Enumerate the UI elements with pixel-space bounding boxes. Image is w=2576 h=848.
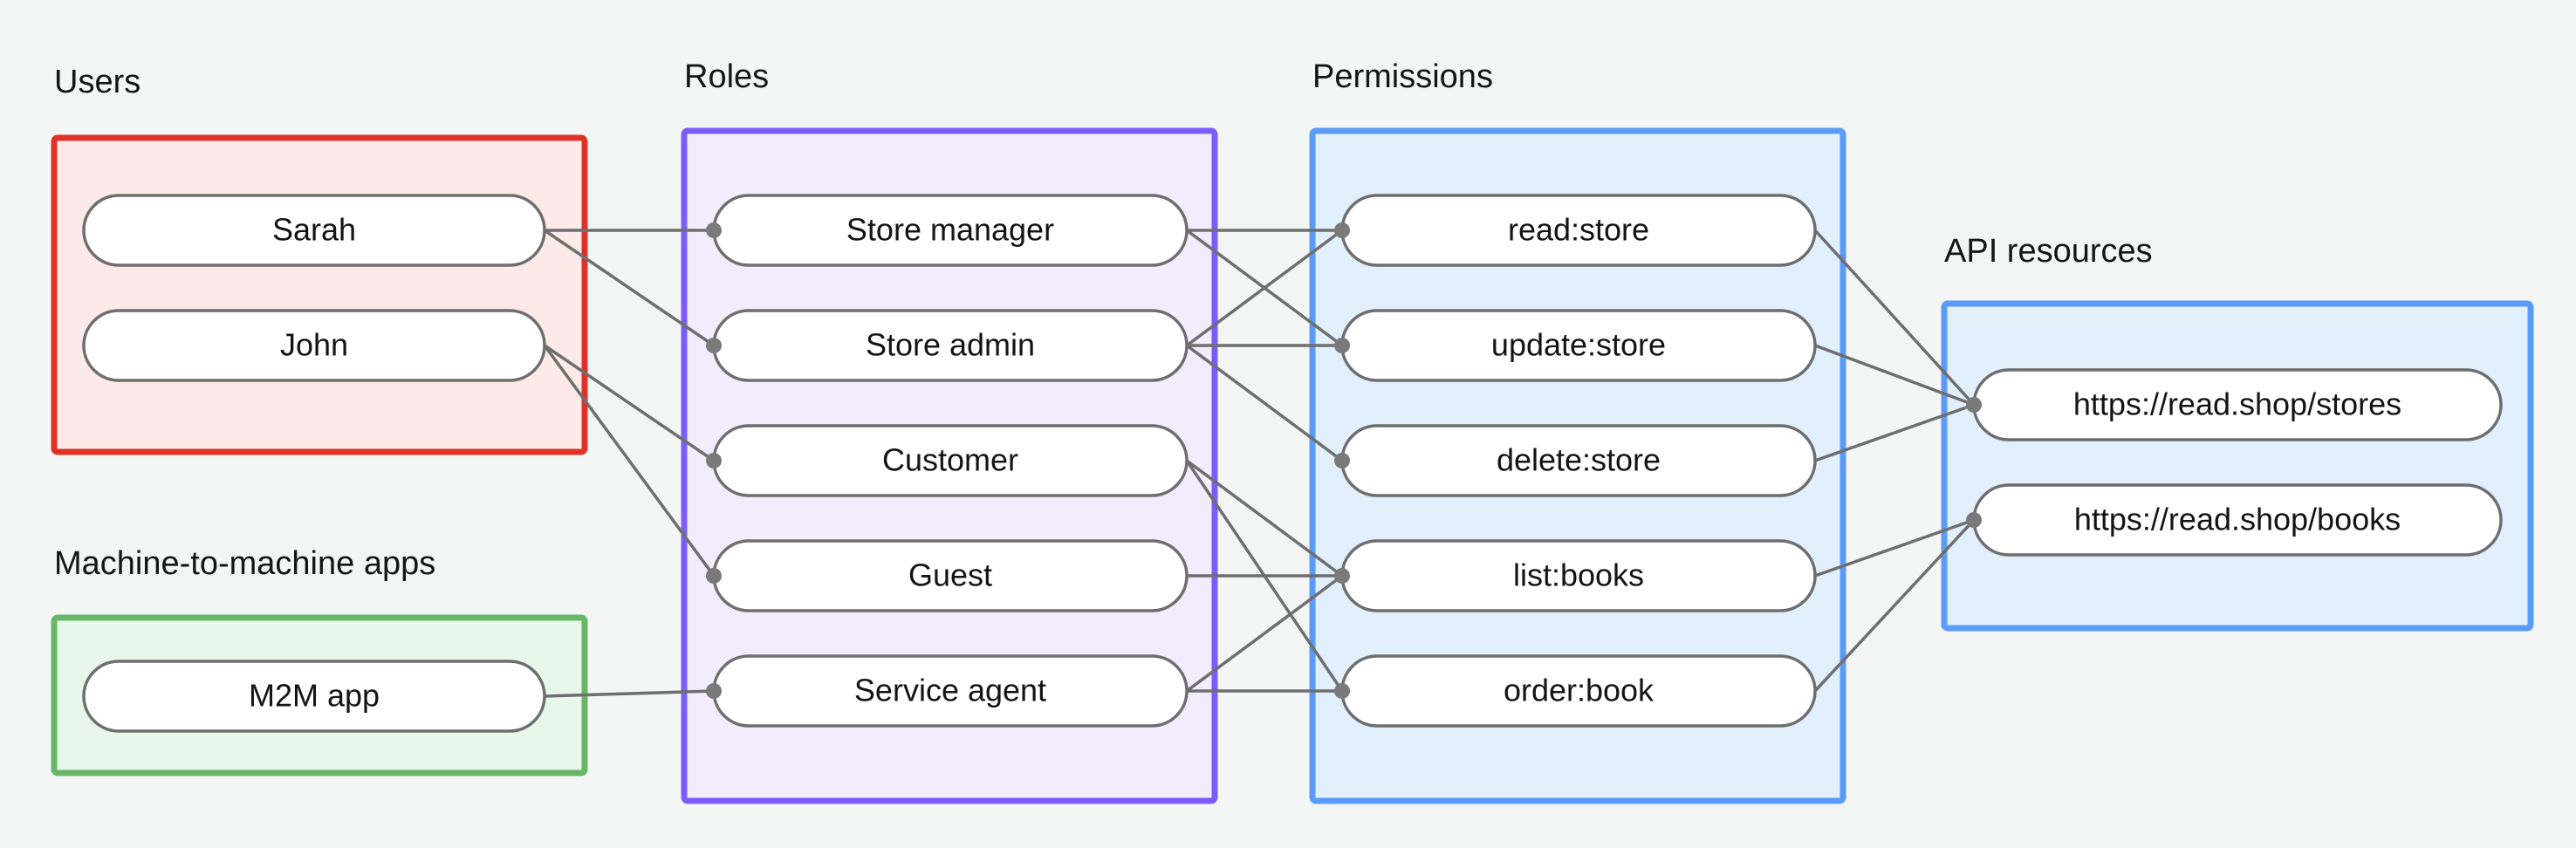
node-label-sarah: Sarah [272, 212, 356, 248]
edge-delete_store-to-res_stores [1814, 403, 1975, 462]
node-label-update_store: update:store [1491, 327, 1666, 363]
node-label-res_books: https://read.shop/books [2074, 502, 2401, 537]
edge-endpoint-dot-store_manager [706, 222, 722, 238]
edge-store_admin-to-delete_store [1185, 344, 1344, 462]
node-label-m2mapp: M2M app [249, 678, 380, 714]
edge-endpoint-dot-res_stores [1966, 397, 1982, 413]
edge-endpoint-dot-order_book [1334, 683, 1350, 699]
edge-endpoint-dot-read_store [1334, 222, 1350, 238]
node-label-customer: Customer [882, 442, 1018, 478]
edge-endpoint-dot-list_books [1334, 568, 1350, 584]
edge-endpoint-dot-store_admin [706, 338, 722, 353]
edge-update_store-to-res_stores [1814, 344, 1975, 407]
node-label-delete_store: delete:store [1497, 442, 1661, 478]
edge-endpoint-dot-update_store [1334, 338, 1350, 353]
edge-service_agent-to-list_books [1185, 574, 1344, 693]
group-title-api: API resources [1944, 233, 2153, 270]
edge-store_admin-to-read_store [1185, 229, 1344, 347]
edge-list_books-to-res_books [1814, 518, 1975, 578]
node-m2mapp[interactable] [82, 660, 546, 733]
edge-john-to-customer [544, 344, 715, 462]
group-title-users: Users [54, 64, 140, 100]
node-sarah[interactable] [82, 194, 546, 267]
node-label-service_agent: Service agent [854, 673, 1046, 708]
node-label-john: John [280, 327, 348, 363]
edge-endpoint-dot-delete_store [1334, 453, 1350, 468]
node-label-read_store: read:store [1508, 212, 1649, 248]
group-title-permissions: Permissions [1312, 58, 1493, 95]
group-container-users [51, 134, 588, 455]
group-title-m2m: Machine-to-machine apps [54, 545, 435, 582]
node-label-store_manager: Store manager [846, 212, 1054, 248]
edge-endpoint-dot-res_books [1966, 512, 1982, 528]
node-label-store_admin: Store admin [866, 327, 1035, 363]
edge-john-to-guest [543, 344, 716, 578]
node-label-order_book: order:book [1504, 673, 1655, 708]
edge-sarah-to-store_admin [544, 229, 715, 347]
edge-read_store-to-res_stores [1813, 229, 1976, 407]
node-label-list_books: list:books [1513, 557, 1644, 593]
node-label-res_stores: https://read.shop/stores [2073, 386, 2401, 422]
edge-m2mapp-to-service_agent [544, 689, 715, 698]
node-john[interactable] [82, 309, 546, 382]
edge-connections [543, 229, 1976, 698]
edge-endpoint-dot-service_agent [706, 683, 722, 699]
edge-order_book-to-res_books [1813, 518, 1976, 693]
edge-endpoint-dot-customer [706, 453, 722, 468]
group-title-roles: Roles [684, 58, 769, 95]
edge-endpoint-dots [706, 222, 1982, 699]
edge-endpoint-dot-guest [706, 568, 722, 584]
group-container-api [1941, 300, 2534, 632]
edge-customer-to-list_books [1185, 459, 1344, 578]
node-label-guest: Guest [908, 557, 992, 593]
